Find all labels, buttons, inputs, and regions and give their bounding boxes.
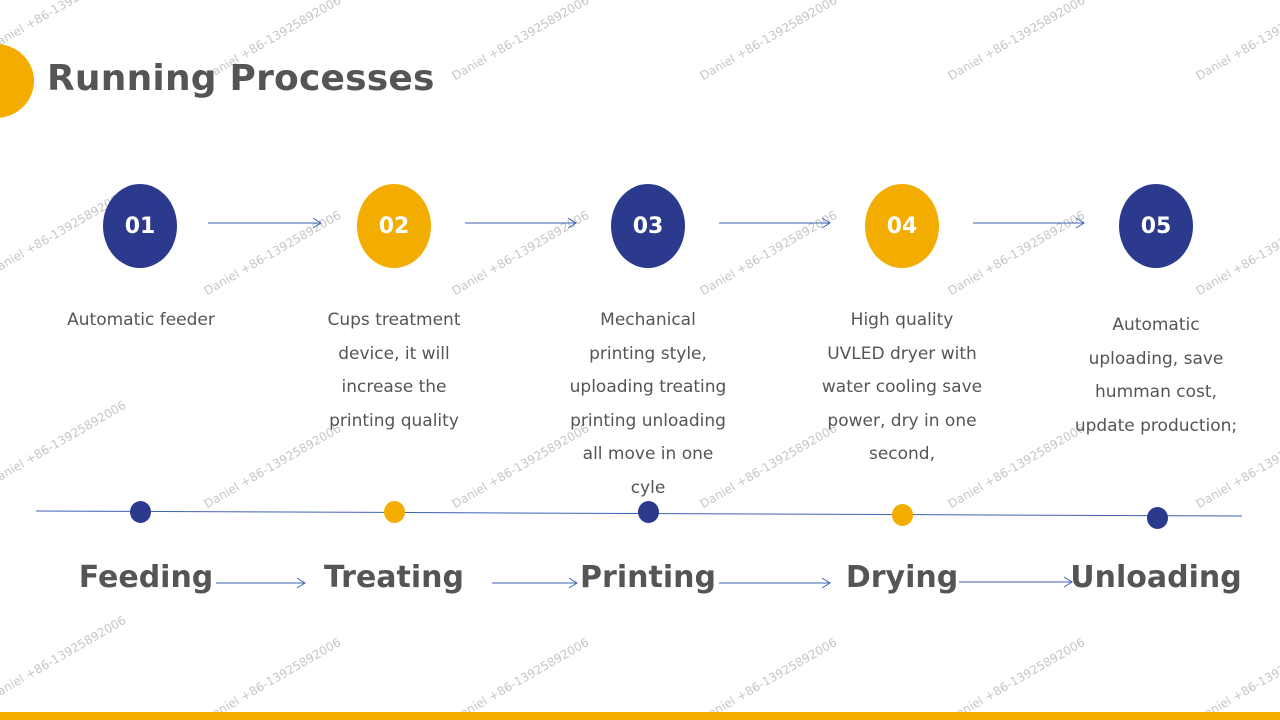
- page-title: Running Processes: [47, 58, 435, 99]
- timeline-dot-03: [638, 501, 659, 523]
- step-description-04: High quality UVLED dryer with water cool…: [821, 310, 983, 464]
- step-circle-04: 04: [865, 184, 939, 268]
- stage-label-drying: Drying: [845, 560, 959, 595]
- step-circle-05: 05: [1119, 184, 1193, 268]
- stage-label-feeding: Feeding: [78, 560, 214, 595]
- stage-label-unloading: Unloading: [1070, 560, 1242, 595]
- step-arrow-icon: [465, 217, 577, 229]
- stage-arrow-icon: [216, 577, 306, 589]
- stage-arrow-icon: [959, 576, 1073, 588]
- timeline-dot-02: [384, 501, 405, 523]
- step-description-02: Cups treatment device, it will increase …: [327, 310, 461, 431]
- stage-arrow-icon: [492, 577, 578, 589]
- step-circle-03: 03: [611, 184, 685, 268]
- timeline-dot-04: [892, 504, 913, 526]
- stage-arrow-icon: [719, 577, 831, 589]
- step-arrow-icon: [208, 217, 322, 229]
- step-description-01: Automatic feeder: [67, 310, 215, 330]
- step-arrow-icon: [973, 217, 1085, 229]
- stage-label-treating: Treating: [323, 560, 465, 595]
- timeline-dot-05: [1147, 507, 1168, 529]
- step-circle-01: 01: [103, 184, 177, 268]
- timeline-dot-01: [130, 501, 151, 523]
- step-arrow-icon: [719, 217, 831, 229]
- step-description-03: Mechanical printing style, uploading tre…: [569, 310, 727, 498]
- step-circle-02: 02: [357, 184, 431, 268]
- step-description-05: Automatic uploading, save humman cost, u…: [1074, 315, 1238, 436]
- bottom-accent-bar: [0, 712, 1280, 720]
- stage-label-printing: Printing: [580, 560, 716, 595]
